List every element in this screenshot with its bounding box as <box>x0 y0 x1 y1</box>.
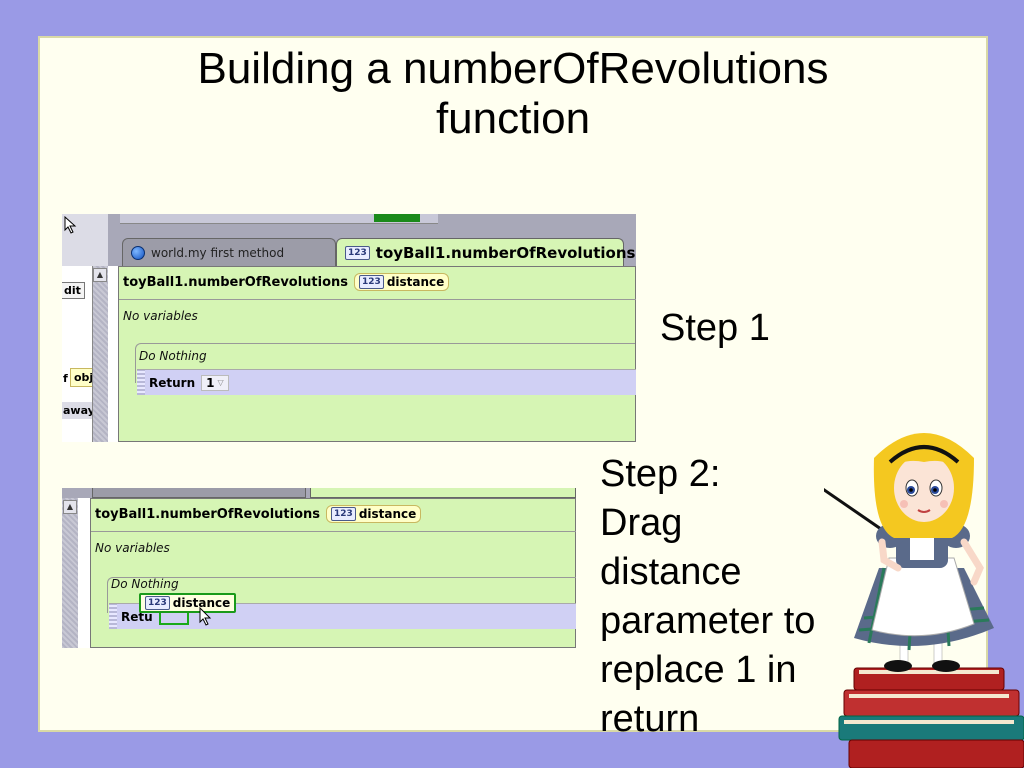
number-type-icon: 123 <box>145 596 170 610</box>
dragged-parameter-distance[interactable]: 123 distance <box>139 593 237 613</box>
edit-button[interactable]: dit <box>62 282 85 299</box>
green-indicator <box>374 214 420 222</box>
divider <box>119 299 636 300</box>
step-2-instructions: Step 2: Drag distance parameter to repla… <box>600 453 816 740</box>
do-nothing-label: Do Nothing <box>111 577 179 591</box>
do-nothing-label: Do Nothing <box>139 349 207 363</box>
tab-inactive-partial[interactable] <box>92 488 306 498</box>
mouse-cursor-icon <box>64 216 77 234</box>
no-variables-label: No variables <box>95 541 170 555</box>
function-name: toyBall1.numberOfRevolutions <box>123 274 349 290</box>
tab-label: toyBall1.numberOfRevolutions <box>375 243 636 262</box>
method-editor: toyBall1.numberOfRevolutions 123 distanc… <box>90 498 576 648</box>
teacher-girl-clipart-icon <box>824 433 1024 768</box>
parameter-distance[interactable]: 123 distance <box>326 505 422 523</box>
return-statement[interactable]: Return 1 ▽ <box>137 369 636 395</box>
method-editor: toyBall1.numberOfRevolutions 123 distanc… <box>118 266 636 442</box>
dropdown-arrow-icon: ▽ <box>217 378 224 387</box>
function-header: toyBall1.numberOfRevolutions 123 distanc… <box>95 505 422 523</box>
scroll-up-arrow-icon[interactable]: ▲ <box>63 500 77 514</box>
function-name: toyBall1.numberOfRevolutions <box>95 506 321 522</box>
scroll-up-arrow-icon[interactable]: ▲ <box>93 268 107 282</box>
screenshot-step-1: world.my first method 123 toyBall1.numbe… <box>62 214 636 442</box>
left-tile-f: f <box>62 370 71 387</box>
parameter-distance[interactable]: 123 distance <box>354 273 450 291</box>
number-type-icon: 123 <box>331 507 356 521</box>
no-variables-label: No variables <box>123 309 198 323</box>
left-tile-away[interactable]: away <box>62 402 98 419</box>
slide: Building a numberOfRevolutions function … <box>38 36 988 740</box>
left-tile-obj[interactable]: obj <box>70 368 98 387</box>
drag-grip[interactable] <box>137 370 145 395</box>
vertical-scrollbar[interactable] <box>92 266 108 442</box>
tab-label: world.my first method <box>151 245 285 260</box>
return-value-dropdown[interactable]: 1 ▽ <box>201 374 229 391</box>
divider <box>91 531 576 532</box>
title-line-1: Building a numberOfRevolutions <box>197 44 829 93</box>
mouse-cursor-icon <box>199 607 212 626</box>
number-type-icon: 123 <box>345 245 370 260</box>
globe-icon <box>131 245 145 260</box>
code-block-bracket <box>135 343 635 383</box>
tab-active-partial[interactable] <box>310 488 576 498</box>
step-1-label: Step 1 <box>660 307 770 349</box>
slide-title: Building a numberOfRevolutions function <box>40 44 986 144</box>
vertical-scrollbar[interactable] <box>62 498 78 648</box>
screenshot-step-2: ▲ toyBall1.numberOfRevolutions 123 dista… <box>62 488 576 648</box>
tab-world-my-first-method[interactable]: world.my first method <box>122 238 336 266</box>
code-block-bracket <box>107 577 576 613</box>
number-type-icon: 123 <box>359 275 384 289</box>
tab-toyball-number-of-revolutions[interactable]: 123 toyBall1.numberOfRevolutions <box>336 238 635 266</box>
title-line-2: function <box>435 94 591 143</box>
drag-grip[interactable] <box>109 604 117 629</box>
function-header: toyBall1.numberOfRevolutions 123 distanc… <box>123 273 450 291</box>
toolbar-strip <box>120 214 438 224</box>
